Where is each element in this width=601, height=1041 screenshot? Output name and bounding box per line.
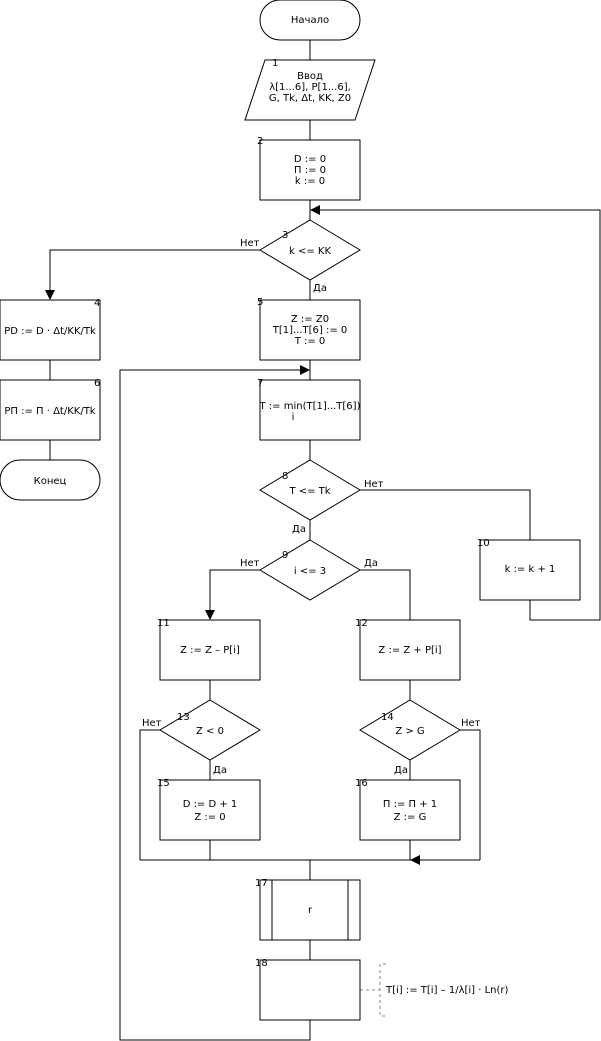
block-number: 1 — [272, 58, 278, 69]
start-label: Начало — [291, 15, 329, 26]
block-number: 16 — [355, 778, 368, 789]
block-text-line: Z := G — [394, 812, 427, 823]
block-number: 13 — [177, 712, 190, 723]
block-number: 14 — [381, 712, 394, 723]
branch-yes-label: Да — [213, 765, 227, 776]
block-text-line: PП := П · Δt/KK/Tk — [4, 406, 95, 417]
block-text-line: G, Tk, Δt, KK, Z0 — [269, 93, 351, 104]
block-1-input: 1 Ввод λ[1...6], P[1...6], G, Tk, Δt, KK… — [244, 58, 376, 121]
block-4-process: 4 PD := D · Δt/KK/Tk — [0, 298, 101, 361]
block-7-process: 7 T := min(T[1]...T[6]) i — [257, 378, 361, 441]
block-number: 4 — [94, 298, 100, 309]
block-text-line: T := 0 — [294, 336, 326, 347]
block-16-process: 16 П := П + 1 Z := G — [355, 778, 461, 841]
block-15-process: 15 D := D + 1 Z := 0 — [157, 778, 261, 841]
block-text-line: D := 0 — [294, 154, 326, 165]
block-number: 11 — [157, 618, 170, 629]
block-number: 9 — [282, 550, 288, 561]
block-number: 7 — [257, 378, 263, 389]
arrow-into-block-7 — [300, 365, 310, 375]
block-9-decision: 9 i <= 3 Нет Да — [240, 539, 378, 601]
branch-no-label: Нет — [364, 479, 384, 490]
block-text-line: r — [308, 905, 313, 916]
branch-yes-label: Да — [364, 558, 378, 569]
branch-no-label: Нет — [240, 238, 260, 249]
block-text-line: k := 0 — [295, 176, 325, 187]
arrow-merge — [410, 855, 420, 865]
arrow-into-block-11 — [205, 610, 215, 620]
block-14-decision: 14 Z > G Нет Да — [359, 699, 481, 776]
block-number: 2 — [257, 136, 263, 147]
block-12-process: 12 Z := Z + P[i] — [355, 618, 461, 681]
block-text-line: k <= KK — [289, 246, 331, 257]
arrow-into-block-3 — [310, 205, 320, 215]
block-number: 15 — [157, 778, 170, 789]
block-text-line: k := k + 1 — [505, 564, 556, 575]
branch-yes-label: Да — [394, 765, 408, 776]
block-number: 3 — [282, 230, 288, 241]
arrow-into-block-4 — [45, 290, 55, 300]
block-text-line: Z := 0 — [194, 812, 225, 823]
block-number: 6 — [94, 378, 100, 389]
end-label: Конец — [34, 476, 67, 487]
block-text-line: T <= Tk — [288, 486, 330, 497]
block-18-comment: T[i] := T[i] – 1/λ[i] · Ln(r) — [385, 985, 509, 996]
end-terminal: Конец — [0, 459, 101, 501]
block-13-decision: 13 Z < 0 Нет Да — [142, 699, 261, 776]
block-text-line: Z := Z – P[i] — [180, 645, 240, 656]
block-text-line: Z > G — [395, 726, 424, 737]
arrowheads — [45, 205, 420, 865]
block-text-line: Z := Z + P[i] — [378, 645, 441, 656]
start-terminal: Начало — [259, 0, 361, 41]
block-text-line: PD := D · Δt/KK/Tk — [4, 326, 96, 337]
block-18-process: 18 — [255, 958, 361, 1021]
block-text-line: Z < 0 — [196, 726, 224, 737]
branch-yes-label: Да — [313, 283, 327, 294]
block-17-subroutine: 17 r — [255, 878, 361, 941]
block-number: 18 — [255, 958, 268, 969]
block-number: 8 — [282, 471, 288, 482]
block-10-process: 10 k := k + 1 — [477, 538, 581, 601]
branch-yes-label: Да — [292, 524, 306, 535]
block-text-line: i <= 3 — [294, 566, 326, 577]
branch-no-label: Нет — [240, 558, 260, 569]
branch-no-label: Нет — [461, 718, 481, 729]
block-text-line: D := D + 1 — [183, 799, 238, 810]
block-11-process: 11 Z := Z – P[i] — [157, 618, 261, 681]
branch-no-label: Нет — [142, 718, 162, 729]
block-number: 17 — [255, 878, 268, 889]
block-text-line: П := П + 1 — [383, 799, 437, 810]
block-3-decision: 3 k <= KK Нет Да — [240, 219, 361, 294]
block-number: 10 — [477, 538, 490, 549]
block-5-process: 5 Z := Z0 T[1]...T[6] := 0 T := 0 — [257, 297, 361, 361]
block-6-process: 6 PП := П · Δt/KK/Tk — [0, 378, 101, 441]
block-text-line: T[1]...T[6] := 0 — [272, 325, 348, 336]
block-text-line: λ[1...6], P[1...6], — [269, 82, 351, 93]
block-number: 12 — [355, 618, 368, 629]
block-text-line: T := min(T[1]...T[6]) — [259, 401, 361, 412]
connectors — [49, 40, 601, 1041]
block-text-line: П := 0 — [294, 165, 326, 176]
block-2-process: 2 D := 0 П := 0 k := 0 — [257, 136, 361, 201]
block-8-decision: 8 T <= Tk Нет Да — [259, 459, 384, 535]
block-number: 5 — [257, 297, 263, 308]
block-text-line: Ввод — [297, 71, 323, 82]
block-text-line: Z := Z0 — [291, 314, 329, 325]
block-text-line: i — [292, 412, 295, 423]
